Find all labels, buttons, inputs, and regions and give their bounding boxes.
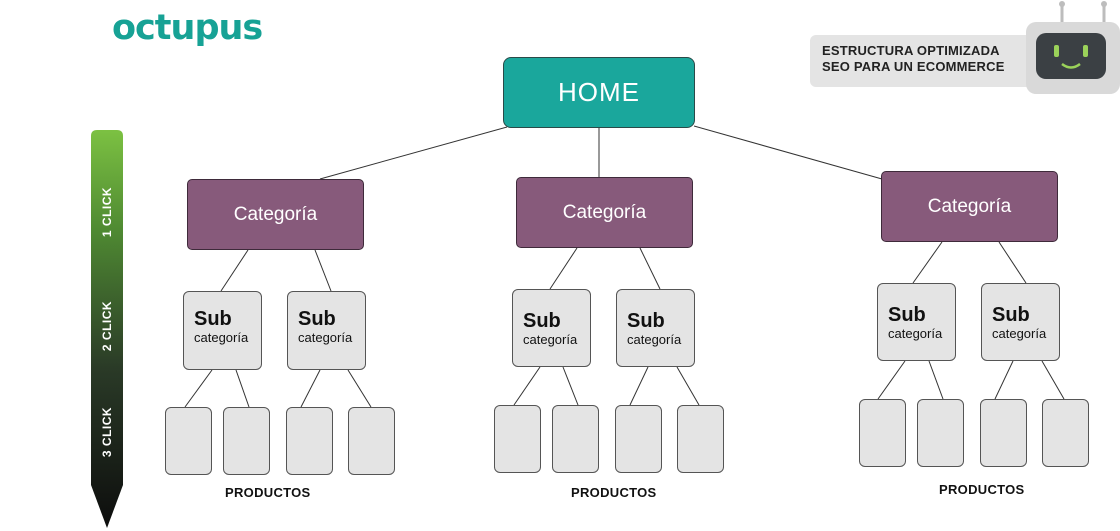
home-label: HOME xyxy=(558,77,640,107)
subcategory-subtitle: categoría xyxy=(298,330,353,345)
subcategory-title: Sub xyxy=(523,310,561,332)
subcategory-title: Sub xyxy=(992,304,1030,326)
category-node-3: Categoría xyxy=(881,171,1058,242)
subcategory-node: Sub categoría xyxy=(981,283,1060,361)
badge-caption: ESTRUCTURA OPTIMIZADA SEO PARA UN ECOMME… xyxy=(822,43,1005,75)
badge-line-1: ESTRUCTURA OPTIMIZADA xyxy=(822,43,1000,58)
category-label: Categoría xyxy=(233,203,318,225)
subcategory-subtitle: categoría xyxy=(194,330,249,345)
product-box xyxy=(286,407,333,475)
subcategory-title: Sub xyxy=(627,310,665,332)
products-label: PRODUCTOS xyxy=(571,485,657,500)
subcategory-subtitle: categoría xyxy=(523,332,578,347)
product-box xyxy=(552,405,599,473)
product-box xyxy=(677,405,724,473)
category-node-1: Categoría xyxy=(187,179,364,250)
subcategory-subtitle: categoría xyxy=(992,326,1047,341)
subcategory-subtitle: categoría xyxy=(888,326,943,341)
subcategory-title: Sub xyxy=(194,308,232,330)
subcategory-title: Sub xyxy=(298,308,336,330)
octupus-logo: octupus xyxy=(112,8,263,48)
subcategory-node: Sub categoría xyxy=(183,291,262,370)
click-depth-bar xyxy=(91,130,123,528)
subcategory-node: Sub categoría xyxy=(287,291,366,370)
products-label: PRODUCTOS xyxy=(939,482,1025,497)
category-label: Categoría xyxy=(562,201,647,223)
product-box xyxy=(917,399,964,467)
product-box xyxy=(494,405,541,473)
home-node: HOME xyxy=(503,57,695,128)
depth-label-2-click: 2 CLICK xyxy=(100,300,114,352)
product-box xyxy=(859,399,906,467)
product-box xyxy=(223,407,270,475)
subcategory-title: Sub xyxy=(888,304,926,326)
depth-label-1-click: 1 CLICK xyxy=(100,186,114,238)
subcategory-node: Sub categoría xyxy=(616,289,695,367)
robot-icon xyxy=(1026,1,1120,94)
category-label: Categoría xyxy=(927,195,1012,217)
product-box xyxy=(348,407,395,475)
product-box xyxy=(980,399,1027,467)
subcategory-node: Sub categoría xyxy=(877,283,956,361)
subcategory-node: Sub categoría xyxy=(512,289,591,367)
category-node-2: Categoría xyxy=(516,177,693,248)
product-box xyxy=(615,405,662,473)
badge-line-2: SEO PARA UN ECOMMERCE xyxy=(822,59,1005,74)
product-box xyxy=(165,407,212,475)
product-box xyxy=(1042,399,1089,467)
products-label: PRODUCTOS xyxy=(225,485,311,500)
depth-label-3-click: 3 CLICK xyxy=(100,406,114,458)
subcategory-subtitle: categoría xyxy=(627,332,682,347)
